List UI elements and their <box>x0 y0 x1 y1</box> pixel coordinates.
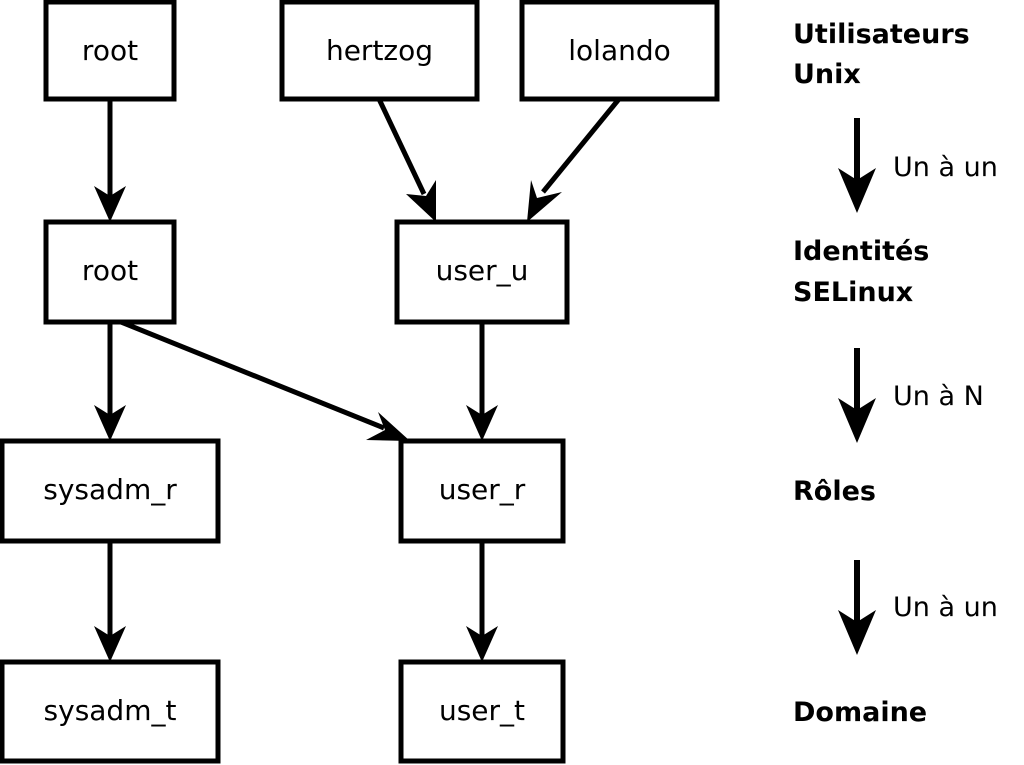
node-unix-hertzog[interactable]: hertzog <box>279 0 480 102</box>
node-label: user_t <box>439 694 525 727</box>
legend-level-line-1: Domaine <box>793 697 927 728</box>
node-label: root <box>82 254 138 287</box>
edge-sysadm-r-to-sysadm-t <box>94 541 126 662</box>
arrow-head-icon <box>94 405 126 441</box>
node-label: user_r <box>439 473 526 506</box>
node-role-user-r[interactable]: user_r <box>398 438 566 544</box>
arrow-head-icon <box>466 626 498 662</box>
legend-level-line-2: Unix <box>793 59 861 90</box>
edge-user-r-to-user-t <box>466 541 498 662</box>
arrow-head-icon <box>466 405 498 441</box>
legend-level-line-1: Utilisateurs <box>793 19 970 50</box>
arrow-head-icon <box>838 610 876 655</box>
node-identity-user-u[interactable]: user_u <box>394 219 570 325</box>
edge-hertzog-to-user-u <box>376 97 436 222</box>
node-label: root <box>82 34 138 67</box>
legend-relation-label: Un à N <box>893 381 984 412</box>
arrow-head-icon <box>838 398 876 443</box>
legend-relation-identities-to-roles: Un à N <box>838 348 984 443</box>
legend-relation-label: Un à un <box>893 152 998 183</box>
node-unix-lolando[interactable]: lolando <box>519 0 720 102</box>
edge-lolando-to-user-u <box>527 97 621 222</box>
node-label: sysadm_r <box>43 473 177 506</box>
node-label: hertzog <box>326 34 433 67</box>
legend-level-line-2: SELinux <box>793 277 913 308</box>
edge-user-u-to-user-r <box>466 322 498 441</box>
legend-relation-label: Un à un <box>893 592 998 623</box>
edge-unix-root-to-identity-root <box>94 99 126 222</box>
legend-level-selinux-identities: Identités SELinux <box>793 236 929 308</box>
legend-level-line-1: Rôles <box>793 476 876 507</box>
arrow-head-icon <box>838 168 876 213</box>
legend-level-line-1: Identités <box>793 236 929 267</box>
arrow-head-icon <box>366 412 410 441</box>
node-label: lolando <box>568 34 671 67</box>
arrow-head-icon <box>94 186 126 222</box>
legend-relation-roles-to-domain: Un à un <box>838 560 998 655</box>
edge-identity-root-to-user-r <box>115 317 410 441</box>
legend-level-unix-users: Utilisateurs Unix <box>793 19 970 90</box>
node-role-sysadm-r[interactable]: sysadm_r <box>0 438 221 544</box>
node-label: sysadm_t <box>44 694 177 727</box>
legend-level-roles: Rôles <box>793 476 876 507</box>
node-label: user_u <box>436 254 529 287</box>
node-unix-root[interactable]: root <box>43 0 177 102</box>
node-identity-root[interactable]: root <box>43 219 177 325</box>
node-domain-sysadm-t[interactable]: sysadm_t <box>0 659 221 764</box>
node-domain-user-t[interactable]: user_t <box>398 659 566 764</box>
arrow-head-icon <box>94 626 126 662</box>
arrow-head-icon <box>406 180 436 222</box>
legend-relation-users-to-identities: Un à un <box>838 118 998 213</box>
legend-level-domaine: Domaine <box>793 697 927 728</box>
arrow-head-icon <box>527 180 562 222</box>
edge-identity-root-to-sysadm-r <box>94 322 126 441</box>
